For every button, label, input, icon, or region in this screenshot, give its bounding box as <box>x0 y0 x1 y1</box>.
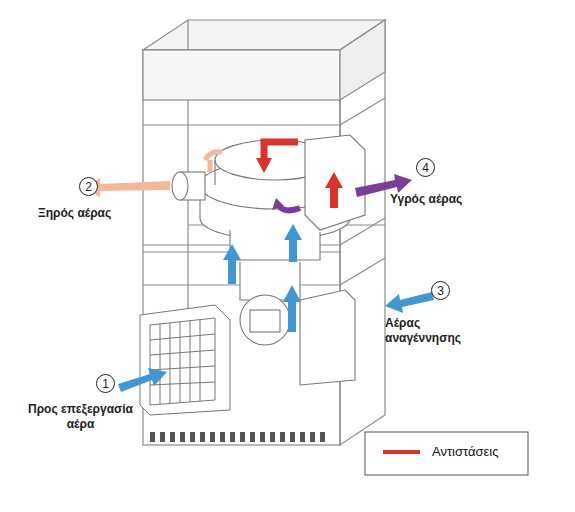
louvers <box>150 432 325 442</box>
callout-circle: 3 <box>431 281 450 300</box>
callout-circle: 4 <box>416 158 435 177</box>
callout-number: 1 <box>102 378 109 390</box>
legend-sample <box>383 450 420 454</box>
callout-number: 3 <box>437 285 444 297</box>
air-label: Αέρας αναγέννησης <box>385 316 480 346</box>
air-label: Ξηρός αέρας <box>38 206 138 221</box>
air-label: Υγρός αέρας <box>390 192 510 207</box>
air-label: Προς επεξεργασία αέρα <box>18 402 143 432</box>
air-arrows <box>83 142 434 392</box>
legend-text: Αντιστάσεις <box>432 444 498 459</box>
callout-number: 2 <box>85 181 92 193</box>
callout-circle: 2 <box>79 177 98 196</box>
cabinet <box>143 20 385 445</box>
callout-circle: 1 <box>96 374 115 393</box>
filter <box>140 305 230 415</box>
legend-frame <box>365 432 528 475</box>
callout-number: 4 <box>422 162 429 174</box>
